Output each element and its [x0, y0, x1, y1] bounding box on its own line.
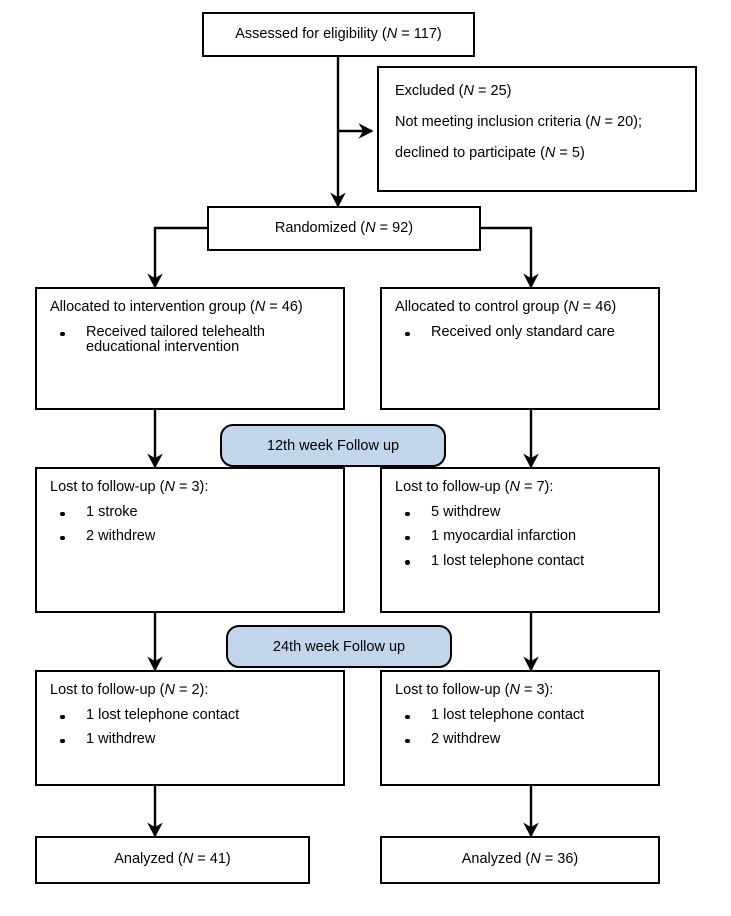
bullet-dot-icon: [60, 331, 65, 337]
lost12-control-bullets: 5 withdrew 1 myocardial infarction 1 los…: [395, 505, 645, 569]
list-item: Received tailored telehealth educational…: [50, 325, 330, 355]
bullet-dot-icon: [60, 714, 65, 720]
lost12-intervention-lead: Lost to follow-up (N = 3):: [50, 479, 209, 495]
analyzed-control-label: Analyzed (N = 36): [461, 851, 579, 868]
allocated-control-bullets: Received only standard care: [395, 325, 645, 340]
bullet-text: 2 withdrew: [86, 528, 156, 545]
list-item: Received only standard care: [395, 325, 645, 340]
bullet-dot-icon: [405, 714, 410, 720]
bullet-text: 1 withdrew: [86, 731, 156, 748]
node-lost-followup-12-control: Lost to follow-up (N = 7): 5 withdrew 1 …: [380, 467, 660, 613]
excluded-line-1: Excluded (N = 25): [395, 83, 512, 99]
list-item: 1 lost telephone contact: [395, 552, 645, 569]
lost12-intervention-bullets: 1 stroke 2 withdrew: [50, 505, 330, 544]
allocated-intervention-bullets: Received tailored telehealth educational…: [50, 325, 330, 355]
list-item: 1 lost telephone contact: [50, 708, 330, 723]
arrow-randomized-to-intervention: [147, 226, 207, 289]
bullet-dot-icon: [405, 535, 410, 541]
followup-12-label: 12th week Follow up: [266, 437, 400, 454]
bullet-dot-icon: [60, 738, 65, 744]
bullet-text: 1 stroke: [86, 504, 138, 521]
excluded-line-2: Not meeting inclusion criteria (N = 20);: [395, 114, 643, 131]
lost12-control-lead: Lost to follow-up (N = 7):: [395, 479, 554, 495]
bullet-text: 1 lost telephone contact: [431, 707, 585, 724]
bullet-text: 2 withdrew: [431, 731, 501, 748]
assessed-label: Assessed for eligibility (N = 117): [235, 25, 442, 42]
node-randomized: Randomized (N = 92): [207, 206, 481, 251]
bullet-dot-icon: [405, 560, 410, 565]
node-excluded: Excluded (N = 25) Not meeting inclusion …: [377, 66, 697, 192]
bullet-text: 1 lost telephone contact: [431, 552, 585, 569]
node-allocated-intervention: Allocated to intervention group (N = 46)…: [35, 287, 345, 410]
node-lost-followup-12-intervention: Lost to follow-up (N = 3): 1 stroke 2 wi…: [35, 467, 345, 613]
bullet-text-line1: Received tailored telehealth: [86, 324, 265, 341]
node-analyzed-control: Analyzed (N = 36): [380, 836, 660, 884]
lost24-control-bullets: 1 lost telephone contact 2 withdrew: [395, 708, 645, 747]
node-lost-followup-24-intervention: Lost to follow-up (N = 2): 1 lost teleph…: [35, 670, 345, 786]
bullet-text: 5 withdrew: [431, 504, 501, 521]
node-lost-followup-24-control: Lost to follow-up (N = 3): 1 lost teleph…: [380, 670, 660, 786]
arrow-randomized-to-control: [481, 226, 539, 289]
lost24-control-lead: Lost to follow-up (N = 3):: [395, 682, 554, 698]
randomized-label: Randomized (N = 92): [274, 219, 414, 236]
list-item: 1 lost telephone contact: [395, 708, 645, 723]
bullet-text: 1 lost telephone contact: [86, 707, 240, 724]
lost24-intervention-lead: Lost to follow-up (N = 2):: [50, 682, 209, 698]
badge-followup-24th-week: 24th week Follow up: [226, 625, 452, 668]
bullet-dot-icon: [405, 511, 410, 517]
bullet-dot-icon: [60, 511, 65, 517]
lost24-intervention-bullets: 1 lost telephone contact 1 withdrew: [50, 708, 330, 747]
bullet-dot-icon: [60, 535, 65, 541]
list-item: 2 withdrew: [395, 732, 645, 747]
list-item: 2 withdrew: [50, 529, 330, 544]
excluded-line-3: declined to participate (N = 5): [395, 145, 585, 162]
list-item: 1 stroke: [50, 505, 330, 520]
bullet-dot-icon: [405, 331, 410, 337]
bullet-text-line2: educational intervention: [86, 339, 240, 356]
analyzed-intervention-label: Analyzed (N = 41): [114, 851, 231, 868]
list-item: 1 withdrew: [50, 732, 330, 747]
list-item: 5 withdrew: [395, 505, 645, 520]
bullet-dot-icon: [405, 738, 410, 744]
bullet-text: 1 myocardial infarction: [431, 528, 577, 545]
badge-followup-12th-week: 12th week Follow up: [220, 424, 446, 467]
followup-24-label: 24th week Follow up: [272, 638, 406, 655]
allocated-intervention-lead: Allocated to intervention group (N = 46): [50, 299, 303, 315]
allocated-control-lead: Allocated to control group (N = 46): [395, 299, 617, 315]
list-item: 1 myocardial infarction: [395, 529, 645, 544]
node-analyzed-intervention: Analyzed (N = 41): [35, 836, 310, 884]
node-allocated-control: Allocated to control group (N = 46) Rece…: [380, 287, 660, 410]
bullet-text: Received only standard care: [431, 324, 615, 341]
node-assessed-for-eligibility: Assessed for eligibility (N = 117): [202, 12, 475, 57]
